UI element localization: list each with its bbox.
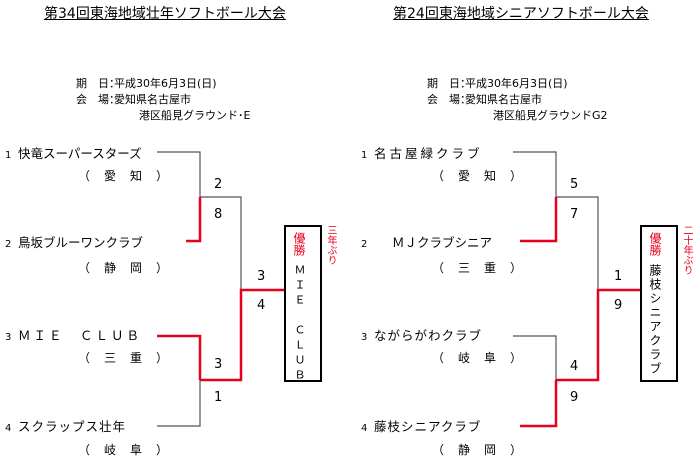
left-team-4-seed: 4 (5, 423, 12, 434)
left-venue-label: 会 場： (76, 93, 120, 106)
right-venue-label: 会 場： (427, 93, 471, 106)
left-lines-winner (157, 197, 284, 382)
right-date: 平成30年6月3日(日) (465, 77, 568, 90)
left-champion-label: 優勝 (292, 232, 306, 256)
right-lines-winner (520, 197, 640, 428)
right-venue-line1: 愛知県名古屋市 (465, 93, 542, 106)
right-team-4-pref: （ 静 岡 ） (432, 443, 524, 457)
left-line-semi-a (200, 196, 242, 290)
left-team-2-pref: （ 静 岡 ） (78, 261, 170, 275)
left-team-4-name: スクラップス壮年 (18, 419, 127, 434)
right-score-r1b-bottom: 9 (570, 390, 579, 405)
right-line-final (556, 288, 640, 382)
right-line-team2 (520, 197, 558, 243)
right-score-final-bottom: 9 (614, 298, 623, 313)
left-score-final-top: 3 (257, 269, 266, 284)
right-team-2-name: ＭＪクラブシニア (392, 235, 493, 250)
left-team-3-seed: 3 (5, 332, 12, 343)
left-champion-name: ＭＩＥ ＣＬＵＢ (293, 264, 306, 384)
left-date-label: 期 日： (76, 77, 120, 90)
left-score-r1b-top: 3 (214, 357, 223, 372)
left-score-r1a-top: 2 (214, 177, 223, 192)
left-team-2-name: 鳥坂ブルーワンクラブ (18, 235, 144, 250)
left-title: 第34回東海地域壮年ソフトボール大会 (44, 6, 286, 22)
right-champion-label: 優勝 (648, 232, 662, 256)
right-team-4-seed: 4 (361, 423, 368, 434)
right-title: 第24回東海地域シニアソフトボール大会 (393, 6, 649, 22)
right-team-2-seed: 2 (361, 239, 368, 250)
left-score-final-bottom: 4 (257, 298, 266, 313)
right-line-team1 (513, 151, 557, 197)
left-score-r1a-bottom: 8 (214, 207, 223, 222)
right-score-final-top: 1 (614, 269, 623, 284)
left-note: 三年ぶり (325, 225, 336, 265)
left-line-final (200, 288, 284, 382)
right-line-semi-a (556, 196, 599, 290)
left-lines-loser (157, 151, 242, 427)
right-team-1-name: 名古屋緑クラブ (374, 146, 483, 161)
left-venue-line1: 愛知県名古屋市 (114, 93, 191, 106)
right-lines-loser (513, 151, 599, 380)
right-date-label: 期 日： (427, 77, 471, 90)
left-team-3-pref: （ 三 重 ） (78, 351, 170, 365)
left-team-1-name: 快竜スーパースターズ (18, 146, 142, 161)
right-venue-line2: 港区船見グラウンドG2 (493, 109, 608, 122)
left-line-team4 (157, 380, 201, 427)
left-team-2-seed: 2 (5, 239, 12, 250)
left-team-1-seed: 1 (5, 150, 12, 161)
right-team-2-pref: （ 三 重 ） (432, 261, 524, 275)
right-line-team3 (513, 335, 557, 380)
left-venue-line2: 港区船見グラウンド･E (139, 109, 251, 122)
left-team-4-pref: （ 岐 阜 ） (78, 443, 170, 457)
left-line-team1 (157, 151, 201, 197)
right-score-r1a-top: 5 (570, 177, 579, 192)
right-team-3-pref: （ 岐 阜 ） (432, 351, 524, 365)
left-team-3-name: ＭＩＥ ＣＬＵＢ (18, 328, 143, 343)
right-line-team4 (520, 380, 558, 428)
right-team-1-pref: （ 愛 知 ） (432, 169, 524, 183)
left-line-team2 (186, 197, 202, 243)
right-team-1-seed: 1 (361, 150, 368, 161)
left-score-r1b-bottom: 1 (214, 390, 223, 405)
right-score-r1a-bottom: 7 (570, 207, 579, 222)
right-note: 二十年ぶり (681, 225, 692, 275)
right-team-3-seed: 3 (361, 332, 368, 343)
left-champion-box (284, 225, 322, 382)
right-score-r1b-top: 4 (570, 359, 579, 374)
right-team-3-name: ながらがわクラブ (374, 328, 483, 343)
right-champion-name: 藤枝シニアクラブ (648, 264, 662, 376)
right-team-4-name: 藤枝シニアクラブ (374, 419, 482, 434)
left-team-1-pref: （ 愛 知 ） (78, 169, 170, 183)
left-date: 平成30年6月3日(日) (114, 77, 217, 90)
left-line-team3 (157, 334, 202, 380)
right-champion-box (640, 225, 678, 382)
